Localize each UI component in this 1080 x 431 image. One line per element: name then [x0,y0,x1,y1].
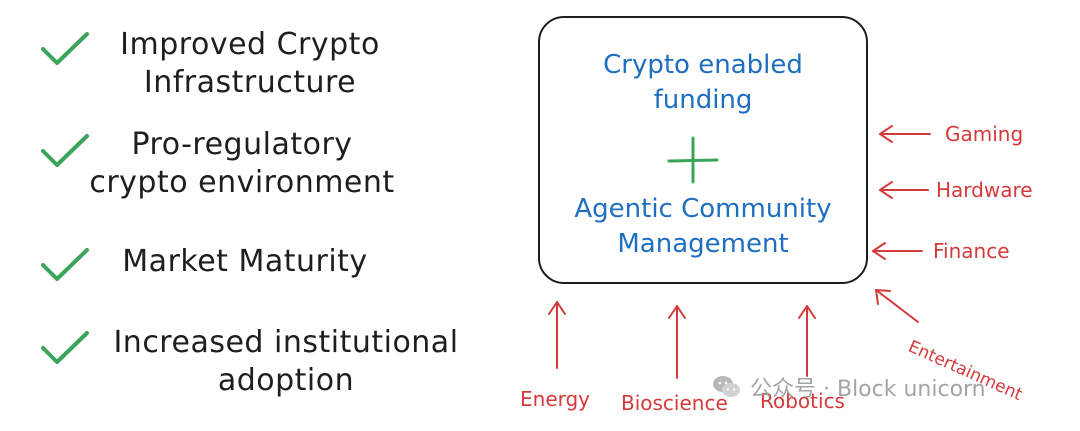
checklist-item-1: Improved Crypto Infrastructure [120,27,380,100]
arrow-hardware [879,181,929,199]
checkmark-icon [41,248,89,281]
plus-icon [667,136,719,184]
watermark: 公众号 · Block unicorn [712,372,986,402]
arrow-energy [548,301,566,369]
input-label-robotics: Robotics [760,389,845,413]
watermark-label: 公众号 · Block unicorn [750,377,986,402]
checkmark-icon [41,134,89,167]
checkmark-icon [41,331,89,364]
input-label-hardware: Hardware [936,178,1033,202]
input-label-gaming: Gaming [945,122,1024,146]
arrow-robotics [798,305,816,377]
center-bottom-text: Agentic Community Management [574,194,832,259]
input-label-energy: Energy [520,387,591,411]
arrow-finance [872,242,923,260]
checklist-item-3: Market Maturity [122,244,368,279]
checklist-item-2: Pro-regulatory crypto environment [89,127,395,200]
checklist-item-4: Increased institutional adoption [113,325,459,398]
arrow-bioscience [668,305,686,379]
input-label-finance: Finance [933,239,1010,263]
wechat-logo-icon [713,376,740,397]
input-label-bioscience: Bioscience [621,391,728,415]
center-top-text: Crypto enabled funding [603,50,803,115]
arrow-entertainment [875,289,919,323]
checkmark-icon [41,32,89,65]
arrow-gaming [879,125,931,143]
center-box [538,16,868,284]
